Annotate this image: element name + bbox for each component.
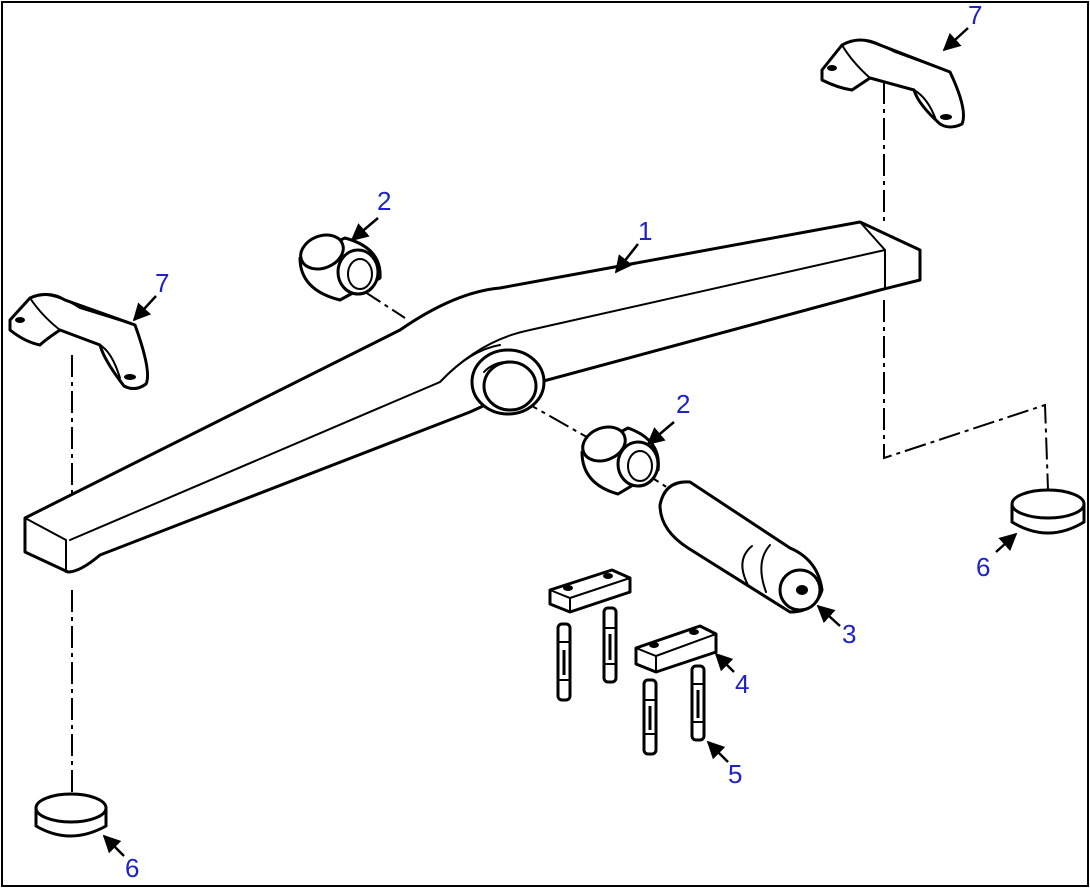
bushing-lower bbox=[580, 425, 660, 496]
callout-label: 2 bbox=[676, 389, 690, 419]
callout-label: 6 bbox=[976, 552, 990, 582]
stud-1 bbox=[556, 622, 572, 702]
pad-right bbox=[1010, 488, 1086, 535]
stud-4 bbox=[690, 664, 706, 742]
axle-beam bbox=[23, 220, 922, 574]
pivot-pin bbox=[658, 480, 824, 614]
callout-label: 7 bbox=[155, 268, 169, 298]
pad-left bbox=[34, 792, 108, 838]
callout-label: 6 bbox=[125, 853, 139, 883]
callout-label: 2 bbox=[377, 186, 391, 216]
bracket-left bbox=[8, 293, 150, 391]
callout-label: 7 bbox=[968, 0, 982, 30]
stud-3 bbox=[642, 678, 658, 756]
callout-label: 4 bbox=[735, 669, 749, 699]
callout-label: 1 bbox=[638, 216, 652, 246]
pivot-bore bbox=[470, 348, 546, 416]
callout-label: 5 bbox=[728, 759, 742, 789]
bushing-upper bbox=[298, 233, 382, 302]
retainer-block-right bbox=[634, 624, 718, 674]
retainer-block-left bbox=[548, 568, 632, 614]
callout-label: 3 bbox=[842, 619, 856, 649]
stud-2 bbox=[602, 606, 618, 684]
callouts: 1 2 2 3 4 5 6 6 7 7 bbox=[102, 0, 1018, 883]
bracket-right bbox=[820, 38, 965, 129]
